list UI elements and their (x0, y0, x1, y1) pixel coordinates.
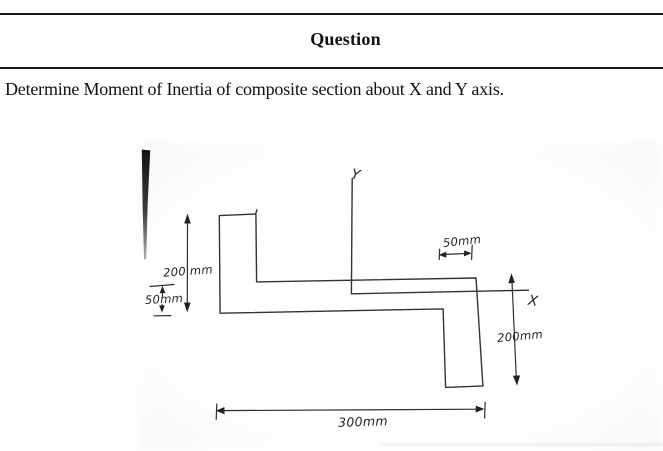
header-bottom-rule (0, 67, 663, 69)
composite-section-figure: Y X 200 mm 50mm (0, 110, 663, 451)
photo-edge-artifact (141, 149, 151, 260)
corner-overshoot-stroke (254, 209, 258, 215)
dim-top-flange-right-tick (471, 244, 473, 261)
section-outline-path (218, 213, 484, 389)
dim-bottom-width-label: 300mm (338, 413, 388, 430)
dim-top-flange-label: 50mm (442, 232, 482, 250)
dim-right-height-line (511, 276, 517, 381)
arrowhead-up-icon (159, 285, 166, 294)
question-text: Determine Moment of Inertia of composite… (5, 79, 504, 99)
arrowhead-down-icon (512, 375, 521, 386)
dim-right-height: 200mm (497, 273, 544, 386)
dim-bottom-width-left-tick (215, 403, 218, 420)
dim-bottom-width: 300mm (215, 401, 486, 430)
question-header: Question (0, 29, 663, 50)
diagram-svg: Y X 200 mm 50mm (138, 142, 663, 451)
dim-left-height-label: 200 mm (163, 262, 214, 279)
dim-bottom-width-line (218, 408, 482, 412)
arrowhead-right-icon (464, 250, 472, 257)
arrowhead-left-icon (438, 251, 447, 258)
photo-background (138, 142, 663, 451)
dim-right-height-label: 200mm (497, 327, 544, 345)
arrowhead-right-icon (475, 405, 485, 413)
arrowhead-down-icon (159, 305, 165, 313)
dim-left-height: 200 mm (163, 213, 214, 313)
arrowhead-down-icon (184, 302, 191, 313)
photo-bottom-smudge (380, 443, 663, 446)
dim-bottom-width-right-tick (484, 401, 486, 419)
z-section-outline (218, 209, 484, 389)
page-title: Question (310, 29, 381, 49)
xy-axes-line (350, 177, 530, 295)
dim-left-thickness: 50mm (145, 283, 184, 317)
dim-top-flange-width: 50mm (438, 232, 482, 261)
dim-left-thickness-top-tick (149, 283, 175, 288)
header-top-rule (0, 13, 663, 15)
arrowhead-left-icon (215, 407, 225, 415)
dim-left-thickness-label: 50mm (145, 291, 184, 307)
x-axis-label: X (526, 293, 539, 310)
arrowhead-up-icon (508, 273, 515, 284)
arrowhead-up-icon (184, 213, 191, 224)
